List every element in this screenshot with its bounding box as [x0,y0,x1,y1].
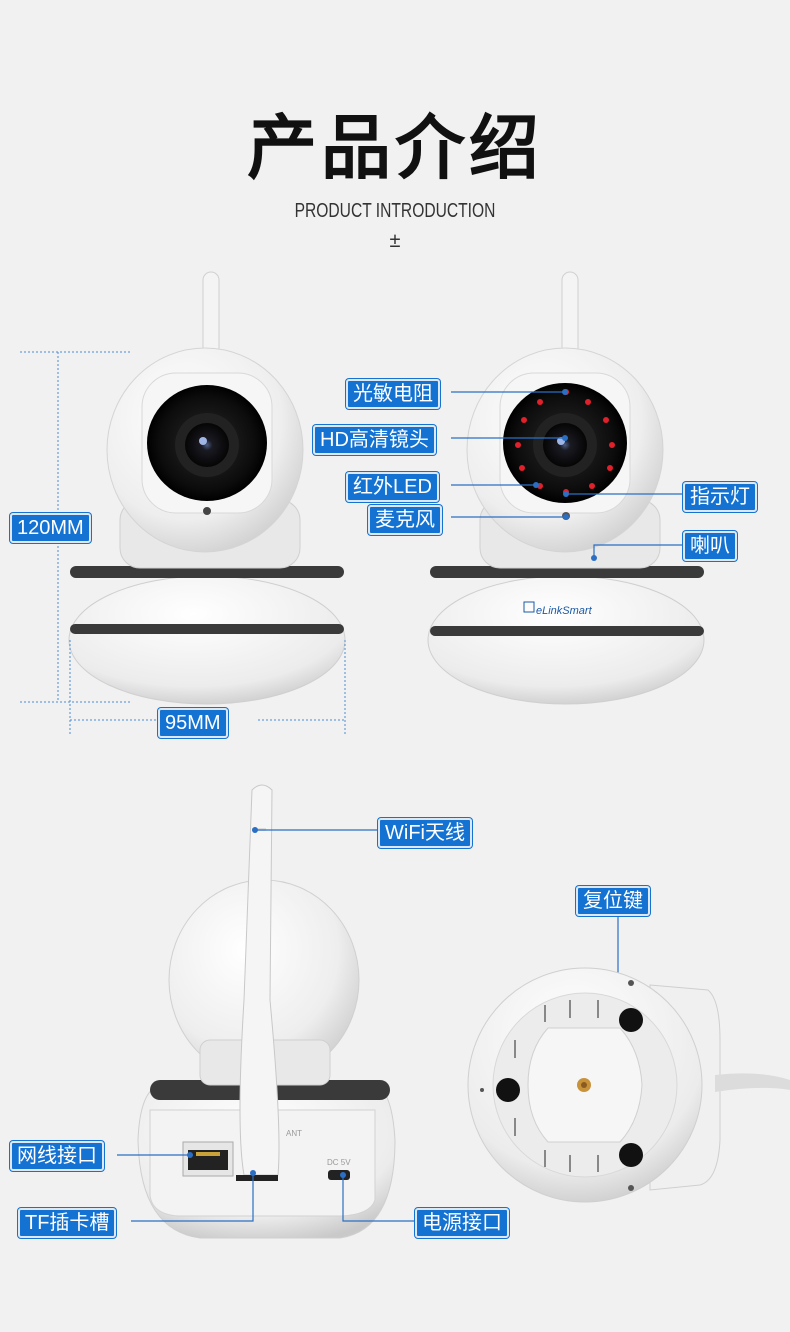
tf-slot-label: TF插卡槽 [18,1208,117,1238]
height-dimension-label: 120MM [10,513,91,543]
dimension-lines [20,351,346,735]
power-port-label: 电源接口 [415,1208,509,1238]
front-camera-left [68,271,346,705]
page-title: 产品介绍 [247,107,543,189]
microphone-label: 麦克风 [368,505,442,535]
plus-minus-mark: ± [389,230,401,252]
width-dimension-label: 95MM [158,708,228,738]
page-subtitle: PRODUCT INTRODUCTION [294,200,496,222]
bottom-view-camera [467,967,790,1203]
reset-key-label: 复位键 [576,886,650,916]
network-port-label: 网线接口 [10,1141,104,1171]
brand-logo-text: eLinkSmart [536,605,593,617]
ant-print: ANT [286,1129,302,1138]
front-camera-right: eLinkSmart [427,271,705,705]
rear-camera: ANT DC 5V [137,784,396,1239]
dc-print: DC 5V [327,1158,351,1167]
hd-lens-label: HD高清镜头 [313,425,436,455]
front-callout-lines [451,391,683,558]
wifi-antenna-label: WiFi天线 [378,818,472,848]
photoresistor-label: 光敏电阻 [346,379,440,409]
ir-led-label: 红外LED [346,472,439,502]
indicator-light-label: 指示灯 [683,482,757,512]
speaker-label: 喇叭 [683,531,737,561]
